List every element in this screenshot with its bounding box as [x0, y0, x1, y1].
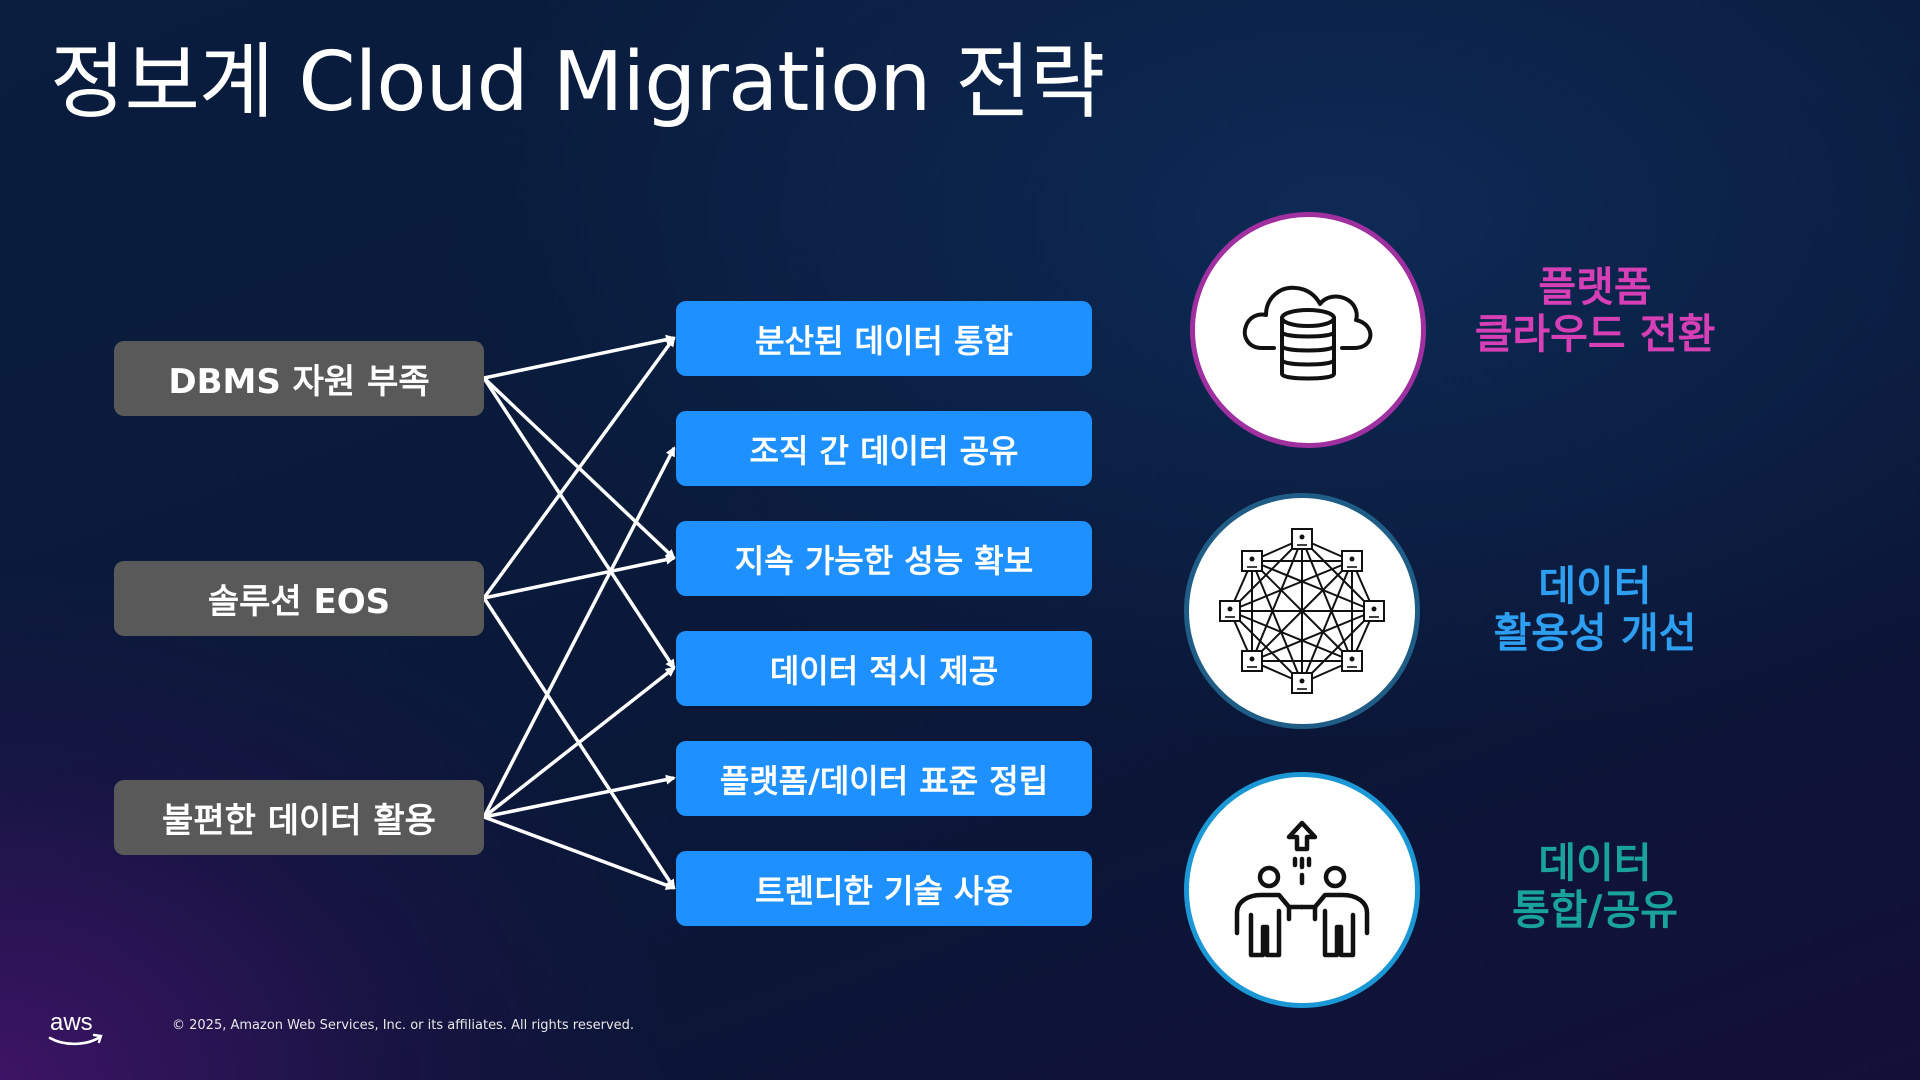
strategy-line1: 플랫폼 [1538, 263, 1652, 311]
strategy-circle-cloud [1190, 212, 1426, 448]
connection-arrow [482, 666, 676, 819]
strategy-line2: 활용성 개선 [1493, 608, 1697, 657]
goal-box-standard: 플랫폼/데이터 표준 정립 [676, 741, 1092, 816]
connection-arrow [482, 377, 676, 670]
issue-box-data-usage: 불편한 데이터 활용 [114, 780, 484, 855]
connection-arrow [483, 334, 676, 380]
connection-arrow [482, 446, 676, 818]
issue-label: DBMS 자원 부족 [168, 362, 430, 402]
issue-box-dbms: DBMS 자원 부족 [114, 341, 484, 416]
connection-arrow [482, 376, 676, 560]
connection-arrow [483, 554, 676, 600]
copyright-text: © 2025, Amazon Web Services, Inc. or its… [172, 1018, 635, 1033]
issue-label: 솔루션 EOS [207, 582, 391, 622]
connection-arrow [482, 336, 676, 600]
issue-box-eos: 솔루션 EOS [114, 561, 484, 636]
connection-arrow [483, 815, 676, 890]
goal-label: 조직 간 데이터 공유 [749, 431, 1019, 470]
connection-arrow [483, 774, 676, 819]
goal-label: 트렌디한 기술 사용 [755, 871, 1013, 910]
goal-box-performance: 지속 가능한 성능 확보 [676, 521, 1092, 596]
goal-label: 분산된 데이터 통합 [755, 321, 1013, 360]
strategy-line2: 클라우드 전환 [1474, 309, 1716, 358]
strategy-label-cloud: 플랫폼 클라우드 전환 [1440, 264, 1750, 357]
strategy-line2: 통합/공유 [1512, 885, 1678, 934]
people-share-icon [1234, 820, 1370, 958]
strategy-line1: 데이터 [1538, 839, 1652, 887]
goal-box-integrate: 분산된 데이터 통합 [676, 301, 1092, 376]
page-title: 정보계 Cloud Migration 전략 [50, 35, 1105, 130]
strategy-circle-sharing [1184, 772, 1420, 1008]
aws-logo: aws [46, 1008, 106, 1048]
connection-arrow [482, 597, 676, 890]
issue-label: 불편한 데이터 활용 [162, 801, 436, 841]
goal-label: 데이터 적시 제공 [769, 651, 999, 690]
goal-label: 지속 가능한 성능 확보 [734, 541, 1034, 580]
goal-label: 플랫폼/데이터 표준 정립 [719, 761, 1049, 800]
strategy-label-data-usage: 데이터 활용성 개선 [1440, 563, 1750, 656]
cloud-database-icon [1242, 285, 1373, 381]
goal-box-timely: 데이터 적시 제공 [676, 631, 1092, 706]
strategy-label-sharing: 데이터 통합/공유 [1440, 840, 1750, 933]
goal-box-share: 조직 간 데이터 공유 [676, 411, 1092, 486]
strategy-line1: 데이터 [1538, 562, 1652, 610]
network-mesh-icon [1219, 528, 1385, 694]
aws-logo-text: aws [50, 1009, 93, 1036]
strategy-circle-network [1184, 493, 1420, 729]
goal-box-trendy-tech: 트렌디한 기술 사용 [676, 851, 1092, 926]
